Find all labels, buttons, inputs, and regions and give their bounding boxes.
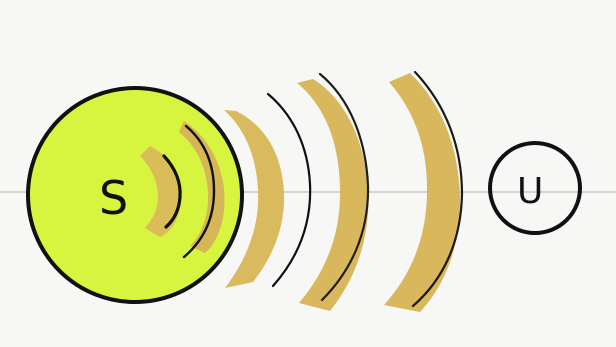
receiver-label: U (517, 171, 543, 212)
source-label: S (99, 171, 128, 225)
wave-front-4 (297, 79, 368, 311)
